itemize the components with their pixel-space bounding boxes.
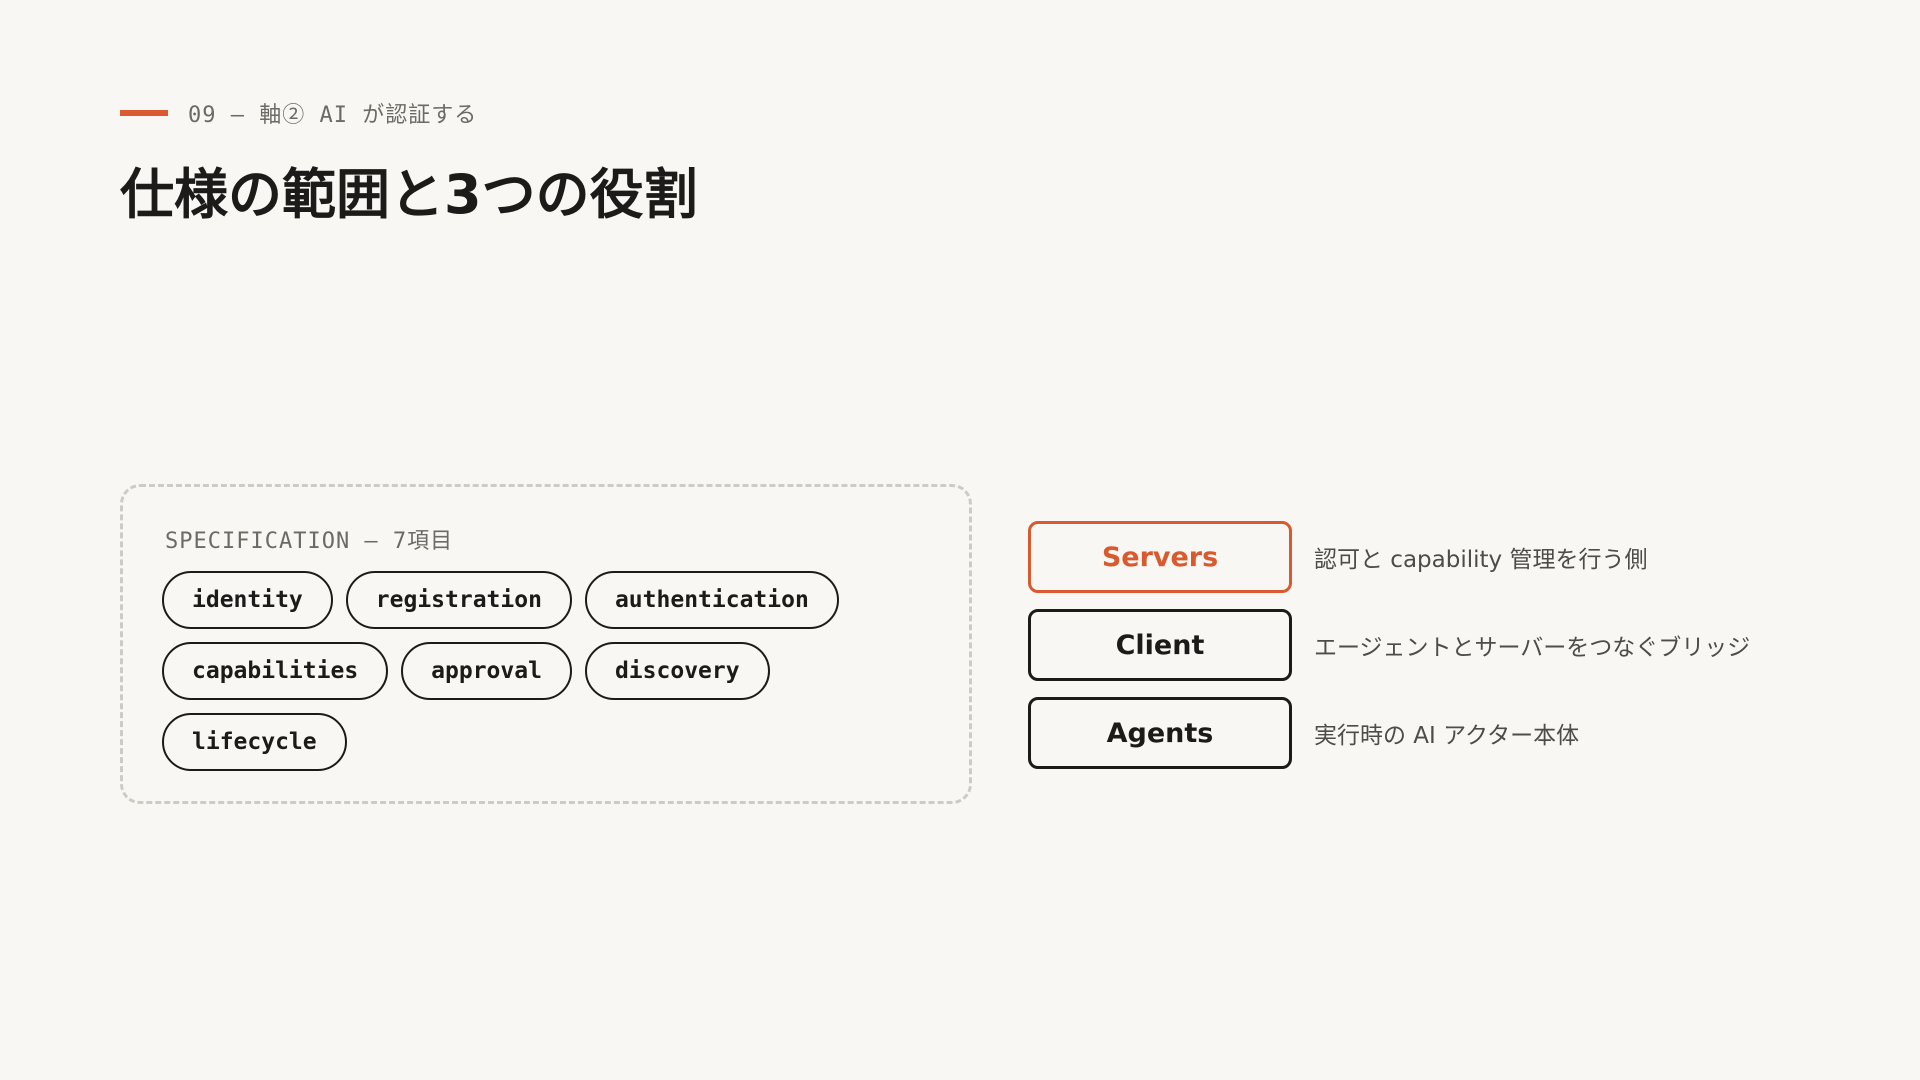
chip-discovery: discovery xyxy=(584,642,770,700)
role-servers-box: Servers xyxy=(1028,521,1292,593)
chip-row: identity registration authentication xyxy=(162,571,852,629)
specification-heading: SPECIFICATION — 7項目 xyxy=(165,529,454,554)
role-row-servers: Servers 認可と capability 管理を行う側 xyxy=(1028,521,1750,593)
section-label: 09 — 軸② AI が認証する xyxy=(188,103,478,128)
role-agents-description: 実行時の AI アクター本体 xyxy=(1314,723,1580,749)
chip-registration: registration xyxy=(345,571,572,629)
chip-lifecycle: lifecycle xyxy=(162,713,347,771)
chip-row: capabilities approval discovery xyxy=(162,642,852,700)
specification-chips: identity registration authentication cap… xyxy=(162,571,852,784)
page-title: 仕様の範囲と3つの役割 xyxy=(120,163,698,226)
chip-authentication: authentication xyxy=(584,571,839,629)
role-row-client: Client エージェントとサーバーをつなぐブリッジ xyxy=(1028,609,1750,681)
accent-bar xyxy=(120,110,168,116)
role-agents-box: Agents xyxy=(1028,697,1292,769)
chip-capabilities: capabilities xyxy=(162,642,389,700)
role-servers-description: 認可と capability 管理を行う側 xyxy=(1314,547,1648,573)
role-client-box: Client xyxy=(1028,609,1292,681)
chip-identity: identity xyxy=(162,571,333,629)
specification-panel: SPECIFICATION — 7項目 identity registratio… xyxy=(120,484,972,804)
chip-row: lifecycle xyxy=(162,713,852,771)
chip-approval: approval xyxy=(401,642,572,700)
section-eyebrow: 09 — 軸② AI が認証する xyxy=(120,98,477,128)
role-client-description: エージェントとサーバーをつなぐブリッジ xyxy=(1314,635,1751,661)
roles-list: Servers 認可と capability 管理を行う側 Client エージ… xyxy=(1028,521,1750,785)
role-row-agents: Agents 実行時の AI アクター本体 xyxy=(1028,697,1750,769)
